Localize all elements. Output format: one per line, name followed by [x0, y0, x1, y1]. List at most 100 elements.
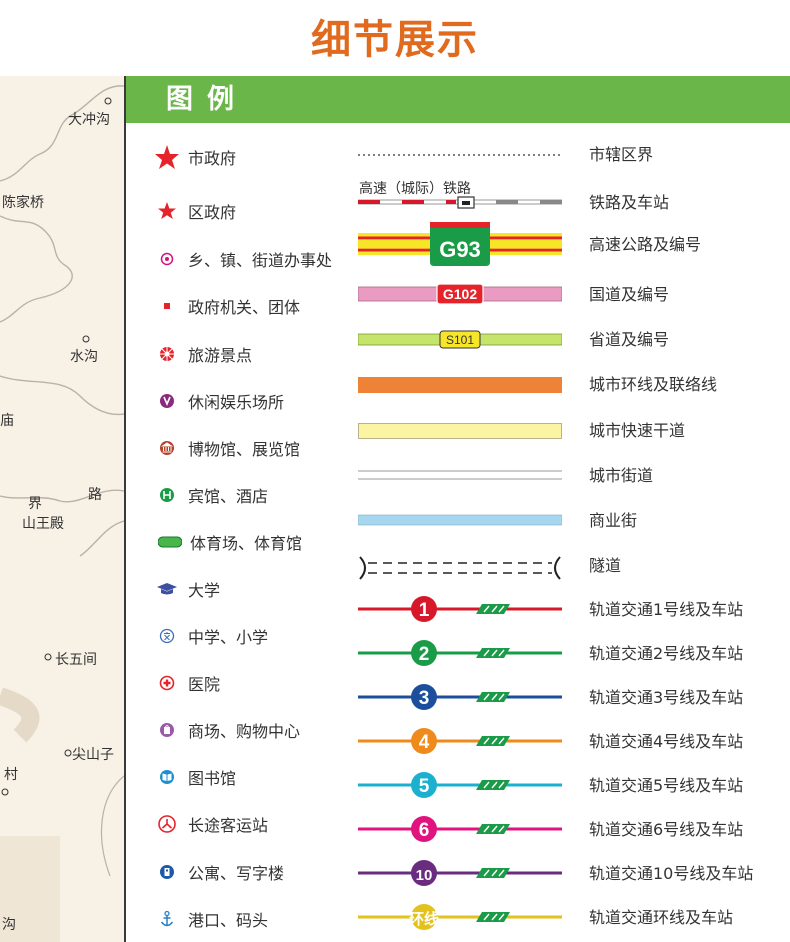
legend-right-label: 轨道交通6号线及车站 [589, 820, 744, 839]
metro-lines-symbols: 1 2 3 4 5 6 10 环线 [358, 596, 562, 930]
legend-label: 乡、镇、街道办事处 [188, 251, 333, 270]
legend-right-label: 商业街 [589, 511, 638, 530]
library-icon [154, 764, 180, 790]
legend-item-government-agency: 政府机关、团体 [154, 291, 300, 321]
legend-item-bus-station: 长途客运站 [154, 809, 268, 839]
concentric-circle-icon [154, 246, 180, 272]
legend-panel: 图例 市政府 区政府 乡、镇、街道办事处 政府机关、团体 旅游景点 休闲娱乐场所… [124, 76, 790, 942]
legend-right-label: 铁路及车站 [589, 193, 670, 212]
legend-item-museum: 博物馆、展览馆 [154, 433, 300, 463]
city-street-symbol [358, 470, 562, 480]
legend-label: 公寓、写字楼 [188, 864, 285, 883]
metro-line-1: 1 [358, 596, 562, 622]
metro-station-icon [476, 736, 510, 746]
tunnel-symbol [359, 556, 561, 580]
commercial-street-symbol [358, 514, 562, 526]
school-icon [154, 623, 180, 649]
place-label: 庙 [0, 413, 14, 429]
metro-station-icon [476, 868, 510, 878]
place-label: 村 [4, 767, 18, 783]
map-boundaries [0, 85, 124, 942]
metro-line-number: 2 [419, 644, 430, 665]
railway-symbol [358, 196, 562, 209]
legend-label: 政府机关、团体 [188, 298, 301, 317]
metro-station-icon [476, 912, 510, 922]
legend-item-city-government: 市政府 [154, 142, 236, 172]
metro-line-6: 6 [358, 816, 562, 842]
stadium-icon [158, 529, 182, 555]
legend-item-stadium: 体育场、体育馆 [158, 527, 302, 557]
legend-label: 长途客运站 [188, 816, 269, 835]
place-label: 界 [28, 496, 42, 512]
metro-line-number: 6 [419, 820, 430, 841]
legend-label: 医院 [188, 675, 221, 694]
legend-label: 体育场、体育馆 [190, 534, 303, 553]
legend-item-leisure: 休闲娱乐场所 [154, 386, 284, 416]
legend-item-port: 港口、码头 [154, 904, 268, 934]
metro-line-badge [411, 904, 437, 930]
legend-item-library: 图书馆 [154, 762, 236, 792]
bus-station-icon [154, 811, 180, 837]
place-label: 长五间 [55, 652, 97, 668]
office-icon [154, 859, 180, 885]
tourist-flower-icon [154, 341, 180, 367]
star-small-icon [154, 198, 180, 224]
legend-label: 图书馆 [188, 769, 237, 788]
legend-item-township-office: 乡、镇、街道办事处 [154, 244, 332, 274]
rail-label: 高速（城际）铁路 [359, 181, 471, 197]
metro-line-badge [411, 816, 437, 842]
mall-icon [154, 717, 180, 743]
place-label: 路 [88, 487, 102, 503]
metro-station-icon [476, 824, 510, 834]
legend-title: 图例 [166, 84, 248, 115]
metro-line-5: 5 [358, 772, 562, 798]
legend-right-label: 轨道交通环线及车站 [589, 908, 734, 927]
legend-right-label: 轨道交通2号线及车站 [589, 644, 744, 663]
metro-line-number: 10 [416, 867, 433, 884]
legend-right-label: 轨道交通1号线及车站 [589, 600, 744, 619]
metro-line-7: 10 [358, 860, 562, 886]
metro-line-number: 4 [419, 732, 430, 753]
legend-label: 中学、小学 [188, 628, 269, 647]
metro-line-badge [411, 772, 437, 798]
metro-line-number: 3 [419, 688, 430, 709]
legend-right-label: 轨道交通3号线及车站 [589, 688, 744, 707]
legend-right-label: 轨道交通4号线及车站 [589, 732, 744, 751]
provincial-road-code: S101 [446, 333, 474, 347]
legend-item-school: 中学、小学 [154, 621, 268, 651]
legend-header: 图例 [126, 76, 790, 123]
legend-label: 港口、码头 [188, 911, 269, 930]
place-label: 陈家桥 [2, 195, 44, 211]
legend-right-label: 城市环线及联络线 [589, 375, 718, 394]
provincial-road-symbol: S101 [358, 330, 562, 349]
expressway-symbol: G93 [358, 222, 562, 266]
hotel-icon [154, 482, 180, 508]
metro-line-number: 环线 [409, 910, 439, 928]
legend-item-university: 大学 [154, 574, 220, 604]
graduation-cap-icon [154, 576, 180, 602]
map-fragment: 大冲沟 陈家桥 水沟 庙 界 路 山王殿 长五间 尖山子 村 沟 [0, 76, 124, 942]
legend-item-office: 公寓、写字楼 [154, 857, 284, 887]
red-square-icon [154, 293, 180, 319]
legend-item-hotel: 宾馆、酒店 [154, 480, 268, 510]
metro-line-2: 2 [358, 640, 562, 666]
leisure-icon [154, 388, 180, 414]
legend-label: 宾馆、酒店 [188, 487, 269, 506]
legend-label: 区政府 [188, 203, 237, 222]
star-large-icon [154, 144, 180, 170]
metro-station-icon [476, 648, 510, 658]
metro-line-number: 5 [419, 776, 430, 797]
legend-label: 市政府 [188, 149, 237, 168]
metro-line-badge [411, 684, 437, 710]
legend-item-tourist-site: 旅游景点 [154, 339, 252, 369]
metro-line-number: 1 [419, 600, 430, 621]
metro-line-badge [411, 596, 437, 622]
place-label: 山王殿 [22, 516, 64, 532]
metro-line-badge [411, 728, 437, 754]
legend-label: 大学 [188, 581, 221, 600]
place-label: 大冲沟 [68, 112, 110, 128]
legend-right-label: 城市快速干道 [589, 421, 686, 440]
legend-right-label: 隧道 [589, 556, 622, 575]
district-boundary-symbol [358, 154, 562, 156]
place-label: 沟 [2, 917, 16, 933]
